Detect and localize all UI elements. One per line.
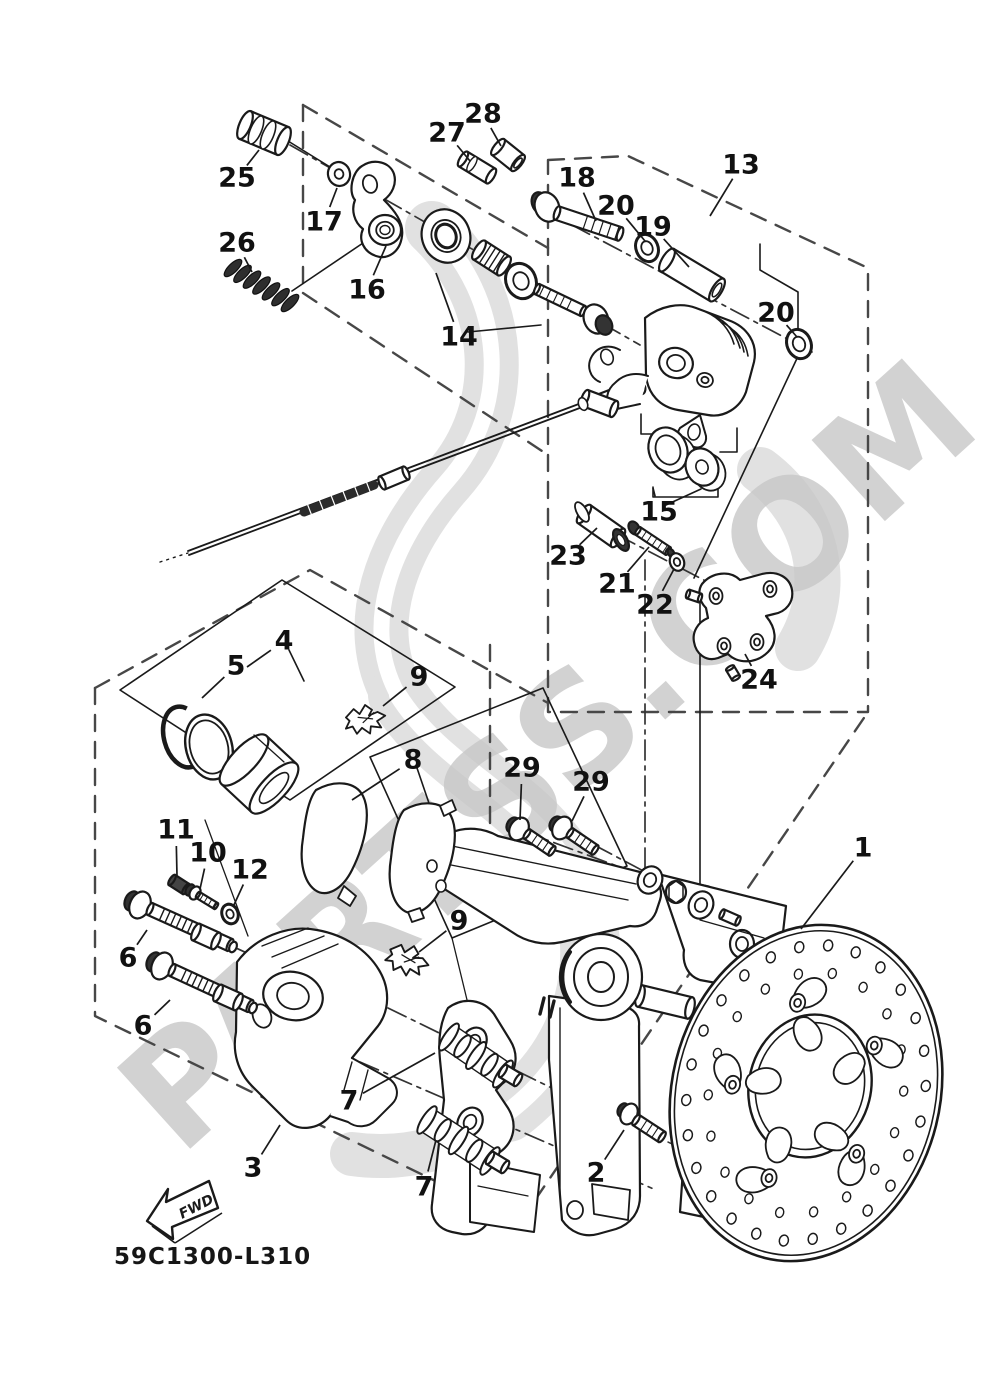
fwd-arrow-shadow [151,1212,223,1244]
part-label-9: 9 [450,906,469,937]
brake-pads [300,704,457,977]
part-label-leader-1 [800,860,854,930]
part-label-12: 12 [231,855,269,886]
part-label-leader-28 [490,127,502,147]
brake-disc [668,923,944,1263]
part-label-5: 5 [227,651,246,682]
part-label-18: 18 [558,163,596,194]
part-label-leader-22 [661,568,675,592]
part-label-6: 6 [134,1011,153,1042]
part-label-19: 19 [634,212,672,243]
part-label-23: 23 [549,541,587,572]
part-label-leader-10 [199,868,206,890]
part-label-9: 9 [410,662,429,693]
part-label-leader-13 [709,178,734,217]
part-label-29: 29 [503,753,541,784]
caliper-body [233,927,398,1129]
part-label-leader-6 [153,999,171,1016]
part-label-leader-9 [418,930,447,953]
part-label-leader-16 [372,245,387,276]
part-label-17: 17 [305,207,343,238]
part-label-7: 7 [340,1086,359,1117]
part-label-25: 25 [218,163,256,194]
part-label-leader-3 [260,1124,281,1155]
part-label-21: 21 [598,569,636,600]
part-label-leader-26 [243,256,253,273]
exploded-parts-art [93,103,944,1263]
part-label-27: 27 [428,118,466,149]
part-label-leader-15 [652,487,656,497]
part-label-16: 16 [348,275,386,306]
part-label-leader-5 [201,676,225,699]
part-label-8: 8 [404,745,423,776]
part-label-leader-24 [744,653,753,667]
part-label-13: 13 [722,150,760,181]
bracket-bolts [505,815,600,857]
part-label-22: 22 [636,590,674,621]
upper-caliper-assembly [530,191,813,682]
part-label-29: 29 [572,767,610,798]
part-label-6: 6 [119,943,138,974]
brake-lever-group [223,109,527,313]
assembly-lines [119,140,801,1005]
part-number-labels: 1234566778991011121314151617181920202122… [119,99,873,1203]
part-label-24: 24 [740,665,778,696]
part-label-leader-27 [456,144,471,162]
part-label-20: 20 [757,298,795,329]
part-label-2: 2 [587,1158,606,1189]
part-label-20: 20 [597,191,635,222]
part-label-28: 28 [464,99,502,130]
part-label-7: 7 [415,1172,434,1203]
piston-seal-kit [160,704,300,815]
part-label-leader-9 [382,686,408,707]
part-label-leader-7 [362,1052,436,1094]
part-label-leader-19 [663,238,690,268]
part-label-leader-23 [578,527,598,546]
part-label-leader-20 [625,217,646,242]
fwd-arrow-outline [145,1179,220,1241]
part-label-leader-14 [435,272,455,323]
part-label-15: 15 [640,497,678,528]
slide-pin-boots [416,1022,524,1176]
part-label-leader-17 [328,187,338,208]
fwd-arrow: FWD [145,1179,223,1244]
part-label-leader-29 [519,783,523,821]
part-label-4: 4 [275,626,294,657]
part-label-leader-20 [785,324,798,338]
bushing-kit [420,208,614,336]
part-label-3: 3 [244,1153,263,1184]
part-label-leader-8 [351,768,401,801]
part-label-leader-21 [626,546,650,573]
part-label-11: 11 [157,815,195,846]
part-label-leader-6 [136,929,148,946]
disc-bolt [616,1102,667,1144]
part-label-leader-2 [604,1129,625,1161]
part-label-leader-29 [571,796,585,822]
part-label-leader-4 [246,649,272,668]
part-label-14: 14 [440,322,478,353]
part-label-10: 10 [189,838,227,869]
part-label-leader-12 [232,884,245,908]
part-label-leader-11 [175,845,178,877]
diagram-code: 59C1300-L310 [114,1244,311,1270]
part-label-leader-18 [582,192,597,222]
part-label-leader-7 [427,1139,437,1172]
part-label-leader-25 [246,149,260,166]
part-label-26: 26 [218,228,256,259]
part-label-1: 1 [854,833,873,864]
pin-bolts [123,873,259,1015]
